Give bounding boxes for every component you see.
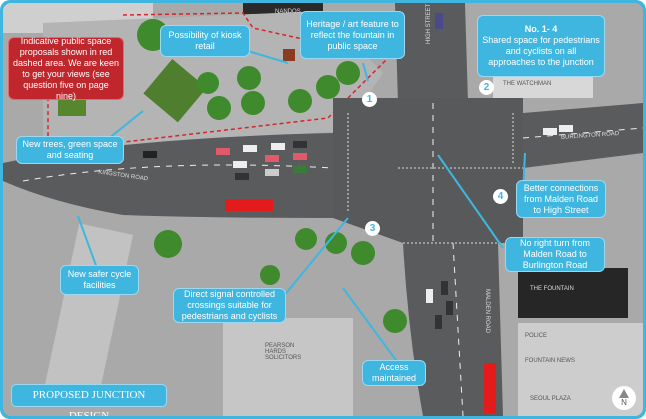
marker-3: 3: [365, 221, 380, 236]
burlington-road: [523, 103, 643, 168]
callout-public-space: Indicative public space proposals shown …: [8, 36, 124, 101]
callout-no-right-turn: No right turn from Malden Road to Burlin…: [505, 237, 605, 272]
north-label: N: [621, 398, 627, 407]
malden-road: [403, 243, 503, 416]
callout-shared-body: Shared space for pedestrians and cyclist…: [482, 35, 600, 67]
label-fountain: THE FOUNTAIN: [530, 286, 574, 292]
callout-trees: New trees, green space and seating: [16, 136, 124, 164]
north-arrow-icon: [619, 389, 629, 398]
marker-4: 4: [493, 189, 508, 204]
aerial-map: NANDOS HIGH STREET THE WATCHMAN BURLINGT…: [3, 3, 643, 416]
label-fountain-news: FOUNTAIN NEWS: [525, 358, 575, 364]
building-left: [44, 223, 134, 397]
building-fountain: [518, 268, 628, 318]
callout-shared-space: No. 1- 4 Shared space for pedestrians an…: [477, 15, 605, 77]
marker-2: 2: [479, 80, 494, 95]
bus-kingston-road: [225, 199, 273, 211]
callout-better-connections: Better connections from Malden Road to H…: [516, 180, 606, 218]
callout-crossings: Direct signal controlled crossings suita…: [173, 288, 286, 323]
label-seoul-plaza: SEOUL PLAZA: [530, 396, 571, 402]
building-pearson: [223, 318, 353, 416]
grass-patch: [143, 59, 207, 123]
label-watchman: THE WATCHMAN: [503, 81, 552, 87]
label-high-street: HIGH STREET: [426, 3, 432, 44]
callout-heritage: Heritage / art feature to reflect the fo…: [300, 11, 405, 59]
label-malden: MALDEN ROAD: [484, 288, 491, 334]
map-title: PROPOSED JUNCTION DESIGN: [11, 384, 167, 416]
kiosk: [283, 49, 295, 61]
label-police: POLICE: [525, 333, 548, 339]
junction: [333, 98, 523, 243]
callout-access: Access maintained: [362, 360, 426, 386]
cars: [143, 13, 573, 329]
north-arrow: N: [612, 386, 636, 410]
callout-shared-title: No. 1- 4: [524, 24, 558, 34]
crossings: [347, 113, 523, 244]
high-street: [395, 3, 468, 103]
marker-1: 1: [362, 92, 377, 107]
bus-malden-road: [484, 363, 496, 413]
label-nandos: NANDOS: [275, 9, 301, 15]
label-pearson: PEARSON HARDS SOLICITORS: [265, 343, 302, 361]
lane-markings: [22, 103, 643, 416]
callout-kiosk: Possibility of kiosk retail: [160, 25, 250, 57]
callout-cycle-facilities: New safer cycle facilities: [60, 265, 139, 295]
